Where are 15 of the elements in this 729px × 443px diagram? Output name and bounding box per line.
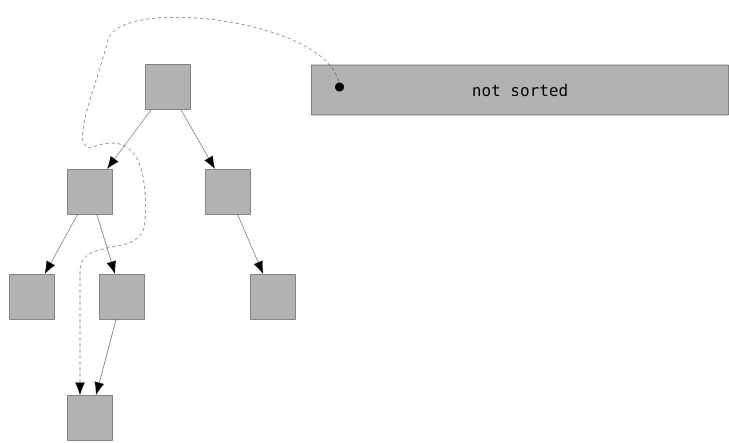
- arrow: [96, 214, 116, 274]
- arrow: [180, 110, 215, 169]
- arrow: [238, 214, 264, 274]
- arrow: [107, 110, 152, 169]
- label-box: not sorted: [311, 64, 729, 116]
- tree-node-box: [99, 274, 145, 320]
- arrow: [94, 320, 116, 395]
- dashed-arrow: [75, 17, 344, 395]
- tree-node-box: [67, 395, 113, 441]
- tree-node-box: [205, 169, 251, 215]
- tree-node-box: [250, 274, 296, 320]
- arrow: [44, 214, 78, 274]
- tree-node-box: [145, 64, 191, 110]
- tree-node-box: [9, 274, 55, 320]
- tree-node-box: [67, 169, 113, 215]
